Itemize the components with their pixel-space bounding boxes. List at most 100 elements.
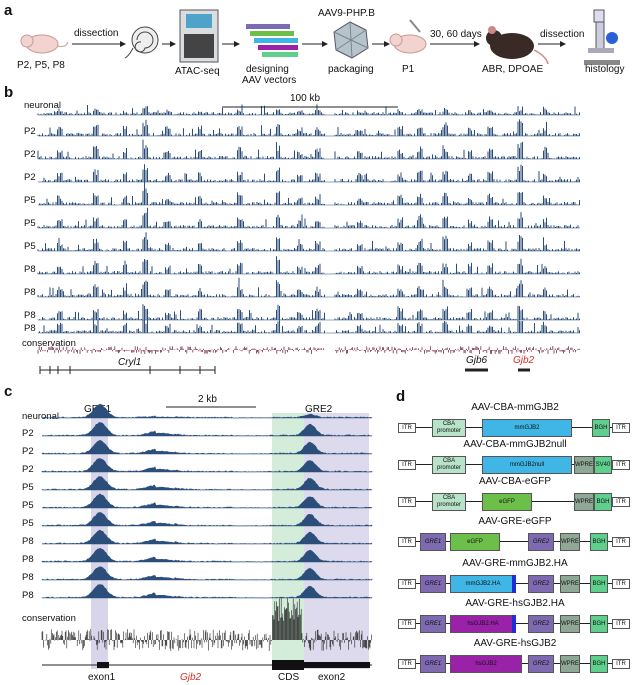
construct-element-itr: ITR [398, 423, 416, 433]
dissection-label-2: dissection [540, 29, 585, 40]
panel-label-c: c [4, 383, 13, 400]
construct-element-hsgjb2: hsGJB2 [450, 655, 522, 673]
signal-track [41, 458, 373, 473]
p1-label: P1 [402, 64, 415, 75]
track-label: P5 [22, 518, 34, 529]
signal-track [41, 512, 373, 527]
construct-element-wpre: WPRE [574, 456, 594, 474]
signal-track [41, 493, 373, 509]
construct-element-itr: ITR [398, 537, 416, 547]
sequencer-icon [179, 9, 219, 63]
construct-element-itr: ITR [612, 460, 630, 470]
construct-element-gre1: GRE1 [420, 575, 446, 593]
track-label: P5 [24, 241, 36, 252]
construct-title: AAV-CBA-mmGJB2 [471, 402, 559, 413]
injected-pup-icon [389, 19, 427, 54]
scale-bar-label-c: 2 kb [198, 394, 217, 405]
mouse-pup-icon [20, 34, 69, 54]
construct-title: AAV-GRE-hsGJB2.HA [465, 598, 565, 609]
cds-label: CDS [278, 672, 300, 683]
conservation-label: conservation [22, 613, 76, 624]
signal-track [41, 566, 373, 581]
ages-label: P2, P5, P8 [17, 60, 65, 71]
construct-element-itr: ITR [612, 423, 630, 433]
track-label: P2 [22, 428, 34, 439]
genome-browser-b [37, 104, 580, 374]
construct-element-sv40: SV40 [594, 456, 612, 474]
track-label: P8 [22, 536, 34, 547]
gene-label-gjb2-c: Gjb2 [180, 672, 202, 683]
gre2-label: GRE2 [305, 404, 333, 415]
gene-label-gjb2: Gjb2 [513, 355, 535, 366]
atacseq-label: ATAC-seq [175, 66, 220, 77]
track-label: P2 [22, 464, 34, 475]
signal-track [41, 547, 373, 563]
construct-element-itr: ITR [612, 537, 630, 547]
construct-element-itr: ITR [612, 579, 630, 589]
construct-element-gre1: GRE1 [420, 615, 446, 633]
construct-element-egfp: eGFP [482, 493, 532, 511]
construct-element-gre2: GRE2 [528, 575, 554, 593]
construct-element-cba-promoter: CBA promoter [432, 456, 466, 474]
gene-label-cryl1: Cryl1 [118, 357, 142, 368]
cds-block [272, 660, 304, 670]
conservation-track [41, 598, 372, 651]
construct-element-itr: ITR [398, 497, 416, 507]
exon2-block [304, 662, 370, 668]
exon1-label: exon1 [88, 672, 116, 683]
signal-track [41, 439, 373, 455]
track-label: P2 [24, 172, 36, 183]
designing-label: designing [246, 64, 289, 75]
workflow-illustration [20, 9, 620, 65]
construct-element-bgh: BGH [590, 615, 608, 633]
track-label: P5 [24, 195, 36, 206]
construct-title: AAV-GRE-mmGJB2.HA [462, 558, 568, 569]
construct-element-wpre: WPRE [574, 493, 594, 511]
construct-element-itr: ITR [398, 460, 416, 470]
construct-element-egfp: eGFP [450, 533, 500, 551]
scale-bar-label-b: 100 kb [290, 93, 321, 104]
track-label: P8 [24, 264, 36, 275]
track-label: P8 [24, 310, 36, 321]
construct-element-mmgjb2: mmGJB2 [482, 419, 572, 437]
construct-element-itr: ITR [398, 619, 416, 629]
abr-dpoae-label: ABR, DPOAE [482, 64, 544, 75]
ha-tag [512, 615, 516, 633]
track-label: P5 [22, 482, 34, 493]
capsid-serotype-label: AAV9-PHP.B [318, 8, 375, 19]
genome-browser-c [41, 403, 373, 670]
construct-element-itr: ITR [398, 579, 416, 589]
construct-element-itr: ITR [612, 659, 630, 669]
construct-element-bgh: BGH [594, 493, 612, 511]
construct-element-bgh: BGH [592, 419, 610, 437]
signal-track [41, 475, 373, 491]
construct-element-itr: ITR [612, 497, 630, 507]
track-label: P2 [22, 446, 34, 457]
signal-track [41, 529, 373, 545]
construct-element-bgh: BGH [590, 533, 608, 551]
construct-element-gre1: GRE1 [420, 655, 446, 673]
adult-mouse-icon [486, 26, 549, 65]
construct-title: AAV-GRE-eGFP [478, 516, 552, 527]
construct-title: AAV-GRE-hsGJB2 [473, 638, 557, 649]
construct-element-itr: ITR [612, 619, 630, 629]
construct-element-gre2: GRE2 [528, 615, 554, 633]
conservation-label: conservation [22, 338, 76, 349]
construct-element-gre2: GRE2 [528, 533, 554, 551]
signal-track [41, 421, 373, 437]
construct-element-hsgjb2-ha: hsGJB2.HA [450, 615, 516, 633]
construct-element-bgh: BGH [590, 575, 608, 593]
track-label: P8 [24, 287, 36, 298]
gene-label-gjb6: Gjb6 [466, 355, 488, 366]
track-label: P8 [22, 590, 34, 601]
track-label: P5 [24, 218, 36, 229]
signal-track [41, 403, 373, 419]
track-label: P8 [24, 323, 36, 334]
cochlea-icon [124, 26, 159, 59]
track-label: P8 [22, 554, 34, 565]
histology-label: histology [585, 64, 625, 75]
construct-element-wpre: WPRE [560, 575, 580, 593]
ha-tag [512, 575, 516, 593]
track-label: neuronal [22, 411, 59, 422]
construct-element-gre2: GRE2 [528, 655, 554, 673]
